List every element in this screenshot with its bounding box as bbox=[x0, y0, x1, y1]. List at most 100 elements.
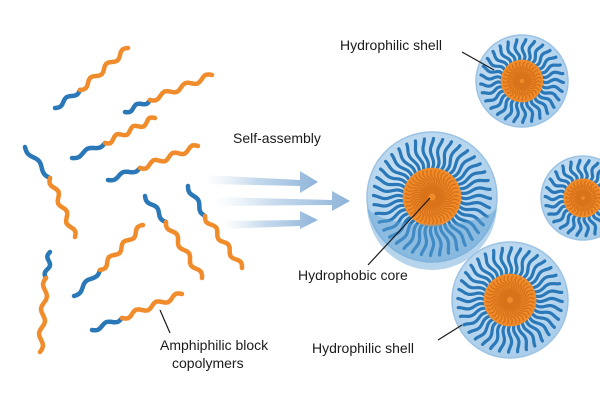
core-chain bbox=[435, 174, 449, 196]
corona-chain bbox=[535, 91, 556, 109]
core-chain bbox=[578, 199, 584, 216]
core-chain bbox=[494, 301, 508, 321]
core-chain bbox=[506, 81, 520, 94]
core-chain bbox=[502, 78, 521, 84]
corona-chain bbox=[532, 296, 564, 304]
core-chain bbox=[435, 176, 452, 197]
micelle-top-right bbox=[475, 34, 569, 128]
core-chain bbox=[524, 73, 541, 83]
core-chain bbox=[565, 192, 582, 198]
core-chain bbox=[521, 61, 527, 80]
core-chain bbox=[503, 72, 521, 81]
label-self-assembly: Self-assembly bbox=[233, 130, 321, 146]
core-chain bbox=[508, 302, 517, 325]
core-chain bbox=[432, 169, 438, 195]
corona-chain bbox=[532, 302, 563, 313]
micelle-right-partial bbox=[540, 155, 600, 241]
hydrophilic-block bbox=[122, 97, 153, 115]
corona-chain bbox=[525, 39, 537, 64]
corona-chain bbox=[497, 322, 508, 353]
corona-chain bbox=[438, 140, 454, 173]
hydrophilic-block bbox=[105, 165, 143, 183]
core-chain bbox=[569, 198, 582, 210]
corona-chain bbox=[434, 137, 445, 172]
core-chain bbox=[523, 63, 533, 81]
corona-chain bbox=[456, 301, 488, 311]
core-chain bbox=[510, 302, 528, 319]
hydrophobic-block bbox=[47, 175, 78, 240]
core-chain bbox=[569, 185, 583, 197]
corona-chain bbox=[489, 321, 504, 351]
copolymer-chain bbox=[36, 249, 53, 355]
core-chain bbox=[404, 194, 429, 204]
corona-chain bbox=[485, 56, 507, 73]
core-chain bbox=[584, 189, 600, 199]
corona-chain bbox=[544, 199, 568, 209]
core-chain bbox=[516, 82, 522, 101]
corona-chain bbox=[379, 167, 410, 187]
core-chain bbox=[524, 66, 536, 81]
corona-chain bbox=[498, 44, 513, 67]
corona-chain bbox=[384, 159, 412, 183]
corona-chain bbox=[481, 64, 506, 77]
core-chain bbox=[409, 180, 431, 194]
core-chain bbox=[426, 199, 432, 225]
core-chain bbox=[485, 297, 508, 303]
core-chain bbox=[566, 197, 582, 207]
core-chain bbox=[428, 199, 435, 225]
corona-chain bbox=[503, 97, 517, 121]
corona-chain bbox=[421, 137, 430, 172]
arrow-bottom bbox=[222, 211, 318, 229]
core-chain bbox=[584, 198, 600, 204]
core-chain bbox=[404, 193, 430, 200]
core-chain bbox=[512, 279, 526, 299]
core-chain bbox=[407, 196, 429, 211]
corona-chain bbox=[535, 55, 558, 71]
core-chain bbox=[504, 80, 520, 91]
hydrophobic-block bbox=[102, 115, 158, 146]
corona-chain bbox=[397, 147, 418, 177]
arrow-top bbox=[205, 171, 318, 193]
core-chain bbox=[584, 196, 600, 202]
core-chain bbox=[406, 184, 431, 195]
corona-chain bbox=[481, 319, 500, 346]
corona-chain bbox=[506, 40, 517, 65]
corona-chain bbox=[491, 49, 510, 70]
corona-chain bbox=[529, 96, 542, 120]
leader-core bbox=[367, 197, 431, 266]
micelles bbox=[366, 34, 600, 359]
corona-chain bbox=[479, 73, 505, 81]
corona-chain bbox=[532, 289, 564, 299]
corona-chain bbox=[548, 177, 569, 192]
core-chain bbox=[521, 83, 531, 99]
hydrophobic-block bbox=[147, 72, 215, 103]
core-chain bbox=[512, 282, 529, 300]
hydrophilic-block bbox=[142, 193, 169, 225]
corona-chain bbox=[454, 207, 485, 227]
corona-chain bbox=[456, 203, 489, 219]
corona-chain bbox=[520, 319, 537, 348]
corona-chain bbox=[442, 144, 462, 175]
core-chain bbox=[583, 199, 597, 211]
corona-chain bbox=[537, 63, 562, 75]
corona-chain bbox=[568, 160, 579, 184]
core-chain bbox=[435, 183, 457, 198]
core-chain bbox=[418, 172, 433, 194]
corona-chain bbox=[428, 222, 436, 258]
corona-chain bbox=[428, 136, 436, 172]
corona-chain bbox=[520, 38, 528, 64]
core-chain bbox=[508, 302, 521, 323]
core-chain bbox=[511, 302, 533, 312]
core-chain bbox=[502, 79, 520, 87]
corona-chain bbox=[516, 249, 531, 279]
copolymer-chain bbox=[122, 72, 215, 115]
core-chain bbox=[406, 195, 429, 207]
core-chain bbox=[492, 281, 510, 298]
hydrophobic-block bbox=[119, 291, 185, 321]
core-chain bbox=[512, 277, 522, 299]
copolymer-chain bbox=[69, 115, 158, 161]
copolymer-chain bbox=[52, 45, 131, 111]
corona-chain bbox=[558, 210, 575, 230]
core-chain bbox=[518, 82, 524, 101]
